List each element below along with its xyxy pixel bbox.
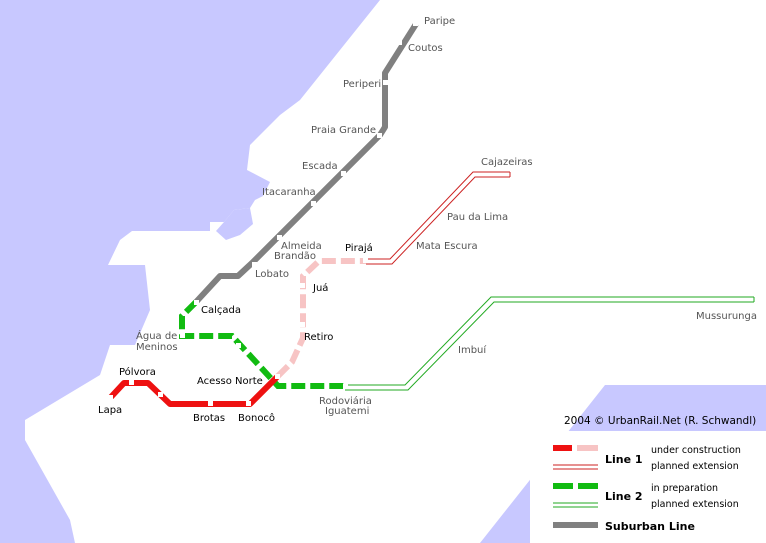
label-pau-da-lima: Pau da Lima [447,212,508,223]
label-coutos: Coutos [408,43,443,54]
station-escada[interactable] [341,171,346,176]
legend: Line 1 under construction planned extens… [530,431,766,543]
station-line1-mid[interactable] [158,392,163,397]
label-retiro: Retiro [304,332,333,343]
station-coutos[interactable] [397,40,402,45]
label-itacaranha: Itacaranha [262,187,316,198]
station-praia-grande[interactable] [377,133,382,138]
legend-line1-label: Line 1 [605,453,643,466]
label-rodoviaria-1: Rodoviária [319,395,372,407]
station-itacaranha[interactable] [311,201,316,206]
label-acesso-norte: Acesso Norte [197,376,263,387]
label-almeida-brandao-2: Brandão [274,251,316,262]
station-bonoco[interactable] [246,401,251,406]
legend-line2-label: Line 2 [605,490,643,503]
label-bonoco: Bonocô [238,412,275,424]
station-lobato[interactable] [252,262,257,267]
station-agua-de-meninos[interactable] [180,333,185,338]
label-imbui: Imbuí [458,344,487,356]
station-markers [108,21,418,406]
station-periperi[interactable] [383,80,388,85]
station-acesso-norte[interactable] [275,374,280,379]
label-rodoviaria-2: Iguatemi [325,406,369,417]
credit-text: 2004 © UrbanRail.Net (R. Schwandl) [564,415,756,427]
label-agua-de-meninos-2: Meninos [136,342,178,353]
station-line2-mid[interactable] [236,343,241,348]
label-piraja: Pirajá [345,242,373,254]
station-jua[interactable] [300,283,305,288]
label-agua-de-meninos-1: Água de [136,329,177,342]
station-paripe[interactable] [413,21,418,26]
land-area [25,0,766,543]
label-praia-grande: Praia Grande [311,125,376,136]
label-jua: Juá [312,282,328,294]
legend-suburban-label: Suburban Line [605,520,695,533]
label-lapa: Lapa [98,405,122,416]
legend-line2-preparation: in preparation [651,483,718,494]
label-mussurunga: Mussurunga [696,311,757,322]
label-lobato: Lobato [255,269,289,280]
station-piraja[interactable] [363,258,368,263]
label-polvora: Pólvora [119,366,156,378]
station-brotas[interactable] [208,401,213,406]
station-rodoviaria[interactable] [343,384,348,389]
label-paripe: Paripe [424,16,455,27]
label-escada: Escada [302,161,338,172]
label-brotas: Brotas [193,413,225,424]
station-retiro[interactable] [300,322,305,327]
label-cajazeiras: Cajazeiras [481,157,533,168]
station-almeida-brandao[interactable] [277,235,282,240]
label-periperi: Periperi [343,79,381,90]
water-inlet [216,208,253,240]
station-lapa[interactable] [108,395,113,400]
legend-line1-planned: planned extension [651,461,739,472]
label-almeida-brandao-1: Almeida [281,241,322,252]
legend-line1-construction: under construction [651,445,741,456]
line1-light-track [275,258,366,379]
station-calcada[interactable] [194,300,199,305]
line1-planned-extension [366,171,511,265]
line2-planned-extension [345,296,755,391]
legend-line2-planned: planned extension [651,499,739,510]
label-mata-escura: Mata Escura [416,241,478,252]
label-calcada: Calçada [201,305,241,316]
line2-track [179,299,346,389]
station-polvora[interactable] [129,380,134,385]
